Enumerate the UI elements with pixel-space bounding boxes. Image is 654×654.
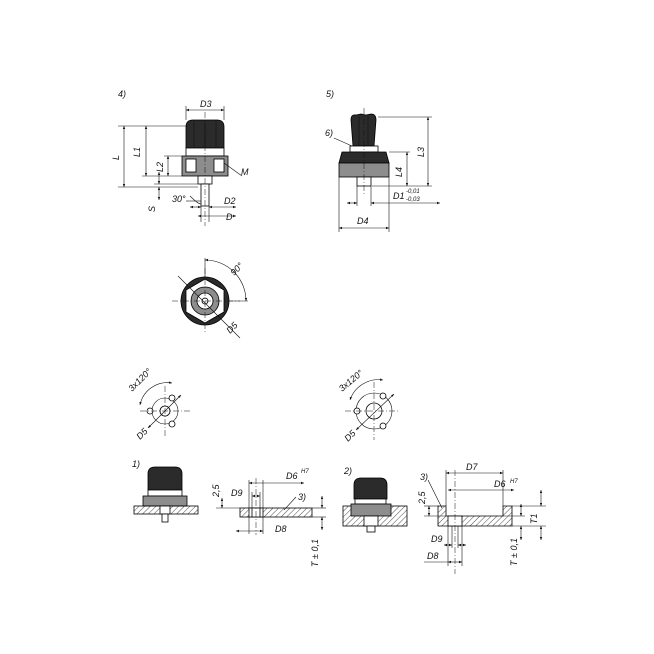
dim-d1: D1 (393, 191, 405, 201)
section-1-plate (239, 507, 313, 518)
dim-l: L (111, 155, 121, 160)
dim-angle-30: 30° (172, 194, 186, 204)
s2-d8: D8 (427, 551, 439, 561)
dim-d: D (226, 212, 233, 222)
section-2: 3) D7 D6 H7 2,5 T1 T ± 0,1 D9 (417, 462, 546, 574)
top-d5: D5 (224, 320, 240, 336)
dim-d3: D3 (200, 99, 212, 109)
dim-m: M (241, 167, 249, 177)
s1-d6-fit: H7 (301, 469, 309, 475)
fig1-knob (147, 466, 183, 491)
dim-l3: L3 (416, 147, 426, 157)
s2-d6: D6 (494, 479, 506, 489)
s1-d9: D9 (231, 488, 243, 498)
dim-l2: L2 (155, 162, 165, 172)
hole-pattern-right: 3x120° D5 (337, 368, 400, 444)
s2-t1: T1 (529, 513, 539, 524)
dim-l1: L1 (132, 147, 142, 157)
figure-1-number: 1) (132, 459, 140, 469)
s2-depth-25: 2,5 (417, 490, 427, 505)
view-5-number: 5) (326, 89, 334, 99)
figure-2-assembly: 2) (342, 466, 408, 533)
s2-d7: D7 (466, 462, 478, 472)
s2-d6-fit: H7 (510, 479, 518, 485)
left-pattern-d5: D5 (134, 426, 150, 442)
s1-d6: D6 (286, 471, 298, 481)
s2-t: T ± 0,1 (509, 538, 519, 566)
top-view: 90° D5 (172, 258, 248, 339)
top-angle-90: 90° (228, 260, 245, 277)
callout-6: 6) (325, 128, 333, 138)
section-1: 2,5 D9 D6 H7 3) D8 T ± 0,1 (211, 469, 326, 567)
s1-d8: D8 (275, 524, 287, 534)
dim-d1-tol-lower: -0,03 (406, 197, 420, 203)
figure-2-number: 2) (343, 466, 352, 476)
s2-callout-3: 3) (420, 472, 428, 482)
star-knob (350, 113, 377, 147)
view-5-side: 5) 6) L3 L4 D1 -0,01 -0,03 D4 (325, 89, 440, 232)
s1-callout-3: 3) (298, 492, 306, 502)
dim-d4: D4 (357, 216, 369, 226)
dim-d1-tol-upper: -0,01 (406, 189, 420, 195)
fig2-knob (353, 477, 388, 500)
dim-s: S (147, 206, 157, 212)
s2-d9: D9 (431, 534, 443, 544)
hole-pattern-left: 3x120° D5 (126, 366, 190, 441)
s1-t: T ± 0,1 (310, 539, 320, 567)
s1-depth-25: 2,5 (211, 483, 221, 498)
dim-l4: L4 (394, 167, 404, 177)
view-4-side: 4) D3 L L1 L2 S M (111, 89, 249, 226)
dim-d2: D2 (224, 196, 236, 206)
right-pattern-angle: 3x120° (337, 368, 365, 394)
right-pattern-d5: D5 (342, 428, 358, 444)
figure-1-assembly: 1) (132, 459, 199, 523)
view-4-number: 4) (118, 89, 126, 99)
